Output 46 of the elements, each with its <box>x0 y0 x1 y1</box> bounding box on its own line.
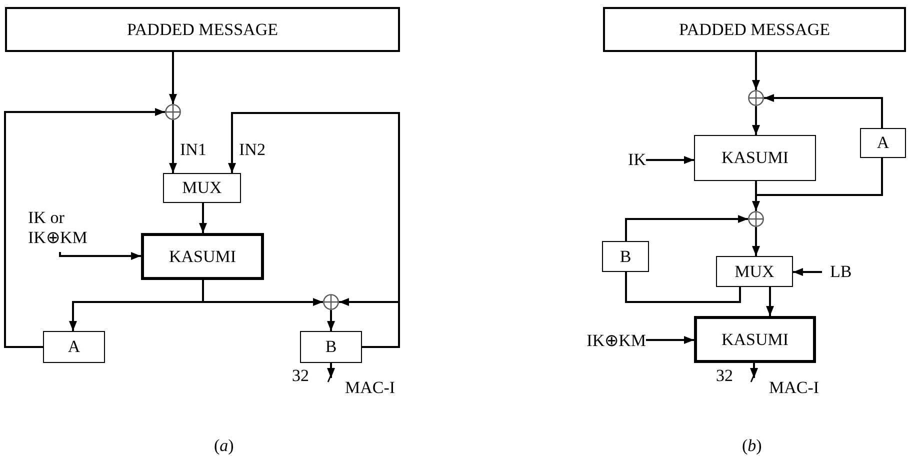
bus-width-label: 32 <box>716 366 733 386</box>
xor-symbol <box>748 211 764 227</box>
signal-label: IK or IK⊕KM <box>28 208 120 252</box>
arrow <box>202 280 323 306</box>
process-box: PADDED MESSAGE <box>5 7 400 52</box>
arrow <box>4 108 165 348</box>
signal-label: IK⊕KM <box>552 330 646 350</box>
arrow <box>339 298 400 348</box>
process-box: KASUMI <box>694 135 816 181</box>
signal-label: MAC-I <box>745 378 850 398</box>
process-box: KASUMI <box>694 316 816 363</box>
signal-label: IK <box>612 150 646 170</box>
bus-width-label: 32 <box>292 366 309 386</box>
arrow <box>199 203 207 233</box>
arrow <box>59 252 141 260</box>
arrow <box>646 156 694 164</box>
arrow <box>169 52 177 104</box>
process-box: B <box>300 331 362 363</box>
arrow <box>625 215 748 241</box>
process-box: PADDED MESSAGE <box>603 7 906 52</box>
caption: (b) <box>742 436 762 456</box>
arrow <box>169 120 177 173</box>
process-box: MUX <box>716 256 793 287</box>
arrow <box>752 52 760 90</box>
arrow <box>766 287 774 316</box>
arrow <box>750 363 758 378</box>
arrow <box>793 268 822 276</box>
arrow <box>327 310 335 331</box>
signal-label: MAC-I <box>322 378 425 398</box>
xor-symbol <box>323 294 339 310</box>
process-box: A <box>43 331 105 363</box>
process-box: MUX <box>163 173 241 203</box>
process-box: B <box>602 241 649 272</box>
arrow <box>646 336 694 344</box>
process-box: A <box>860 128 906 158</box>
arrow <box>752 227 760 256</box>
arrow <box>752 106 760 135</box>
arrow <box>764 94 883 128</box>
connector-line <box>625 272 741 303</box>
arrow <box>327 363 335 378</box>
process-box: KASUMI <box>141 233 264 280</box>
connector-line <box>755 158 883 196</box>
signal-label: LB <box>822 262 864 282</box>
xor-symbol <box>748 90 764 106</box>
xor-symbol <box>165 104 181 120</box>
caption: (a) <box>214 436 234 456</box>
